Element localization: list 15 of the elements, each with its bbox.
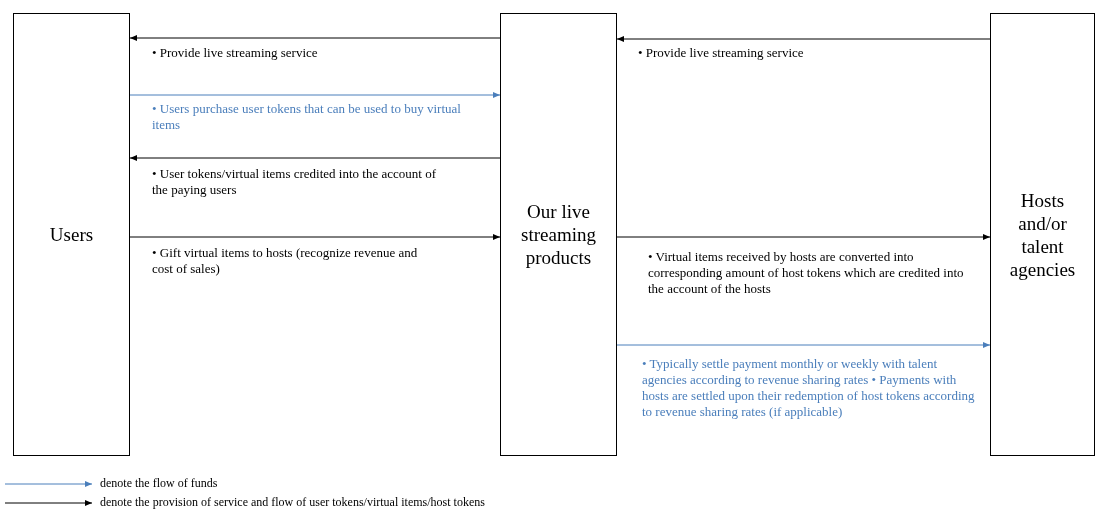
- arrow: [616, 234, 991, 240]
- entity-name: Hosts and/or talent agencies: [1008, 188, 1077, 281]
- arrow: [129, 234, 501, 240]
- entity-name: Our live streaming products: [520, 200, 597, 269]
- arrow: [616, 36, 991, 42]
- legend-text: denote the flow of funds: [100, 476, 218, 490]
- arrow: [129, 35, 501, 41]
- entity-box: [990, 13, 1095, 456]
- arrow: [616, 342, 991, 348]
- entity-name: Users: [48, 223, 95, 246]
- entity-box: [13, 13, 130, 456]
- arrow: [129, 92, 501, 98]
- entity-box: [500, 13, 617, 456]
- arrow: [129, 155, 501, 161]
- legend-text: denote the provision of service and flow of user tokens/virtual items/host tokens: [100, 495, 485, 509]
